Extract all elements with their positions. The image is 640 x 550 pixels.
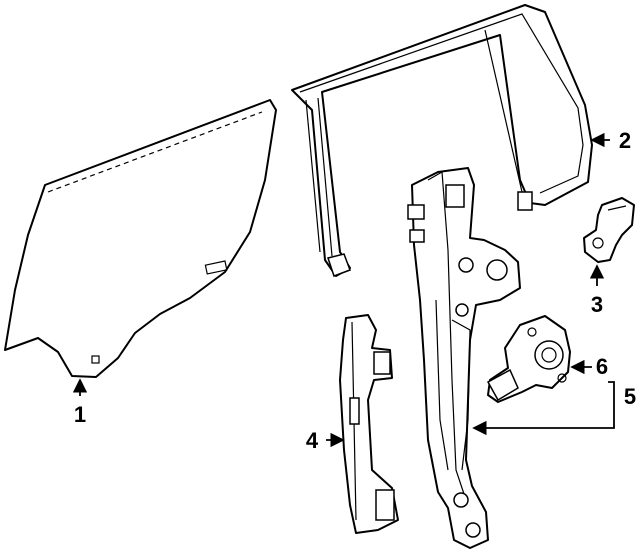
run-channel-part <box>291 4 593 277</box>
callout-labels: 1 2 3 4 5 6 <box>74 128 636 453</box>
callout-leaders <box>72 132 615 448</box>
callout-3: 3 <box>591 292 603 317</box>
guide-rail-part <box>339 314 399 534</box>
regulator-motor-part <box>486 315 571 403</box>
callout-1: 1 <box>74 402 86 427</box>
window-regulator-part <box>407 167 521 549</box>
leader-5 <box>472 381 615 436</box>
callout-2: 2 <box>619 128 631 153</box>
callout-5: 5 <box>624 384 636 409</box>
door-glass-part <box>4 99 277 378</box>
callout-4: 4 <box>306 428 319 453</box>
callout-6: 6 <box>596 354 608 379</box>
bracket-part <box>583 197 635 263</box>
